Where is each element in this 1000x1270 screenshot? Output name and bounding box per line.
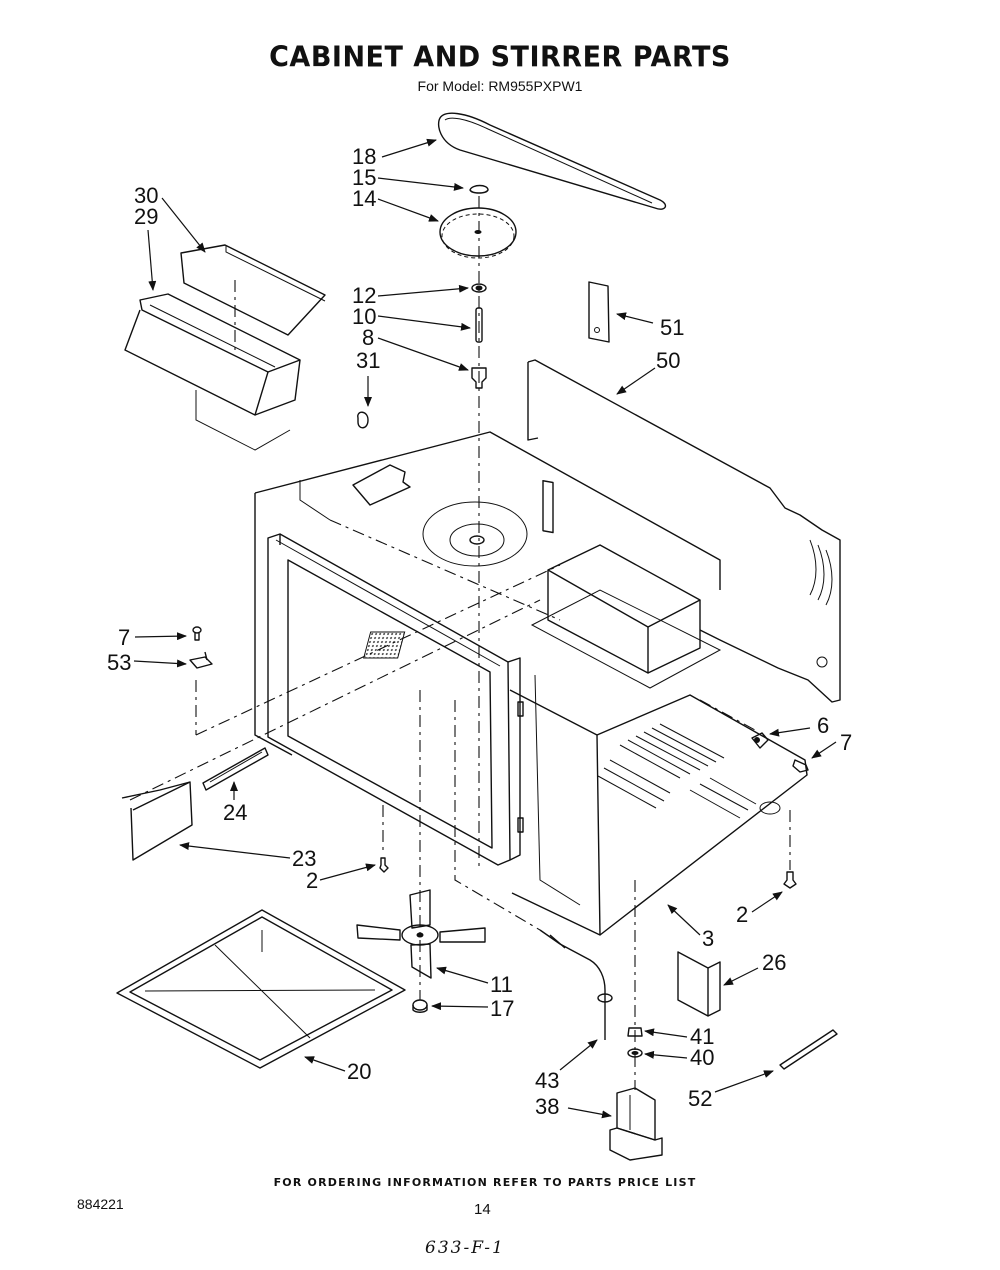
callout-8: 8	[362, 325, 374, 350]
handwritten-reference: 633-F-1	[425, 1238, 505, 1258]
callout-52: 52	[688, 1086, 712, 1111]
callout-40: 40	[690, 1045, 714, 1070]
page-number: 14	[474, 1201, 491, 1218]
callout-50: 50	[656, 348, 680, 373]
callout-26: 26	[762, 950, 786, 975]
callout-3: 3	[702, 926, 714, 951]
part-50-back-panel	[527, 359, 841, 703]
callout-2-right: 2	[736, 902, 748, 927]
part-52-rod	[779, 1029, 838, 1070]
callout-17: 17	[490, 996, 514, 1021]
callout-31: 31	[356, 348, 380, 373]
part-17-nut	[412, 999, 428, 1013]
callout-labels: 18 15 14 30 29 12 10 8 31 51 50 7 53 6 7…	[107, 144, 852, 1119]
callout-41: 41	[690, 1024, 714, 1049]
callout-38: 38	[535, 1094, 559, 1119]
callout-53: 53	[107, 650, 131, 675]
part-31-clamp	[357, 411, 369, 429]
callout-11: 11	[490, 972, 513, 997]
callout-10: 10	[352, 304, 376, 329]
part-26-shield	[677, 951, 721, 1017]
callout-20: 20	[347, 1059, 371, 1084]
callout-14: 14	[352, 186, 376, 211]
part-29-duct	[124, 280, 301, 451]
callout-7-left: 7	[118, 625, 130, 650]
part-18-gasket	[437, 112, 667, 210]
part-23-panel	[121, 781, 193, 861]
model-subtitle: For Model: RM955PXPW1	[417, 78, 583, 94]
part-12-washer	[471, 283, 487, 293]
part-41-nut	[627, 1027, 643, 1037]
callout-29: 29	[134, 204, 158, 229]
part-6-clip	[751, 732, 769, 749]
callout-12: 12	[352, 283, 376, 308]
part-30-duct-cover	[180, 244, 326, 336]
part-3-cabinet	[254, 431, 808, 936]
part-20-tray	[116, 909, 406, 1069]
callout-24: 24	[223, 800, 247, 825]
part-24-latch	[202, 747, 269, 791]
callout-18: 18	[352, 144, 376, 169]
callout-23: 23	[292, 846, 316, 871]
part-38-switch	[609, 1087, 663, 1161]
part-10-shaft	[475, 307, 483, 343]
part-2-screw-right	[783, 871, 797, 889]
part-15-clip	[469, 184, 489, 194]
part-11-fan-blade	[356, 889, 486, 979]
callout-7-right: 7	[840, 730, 852, 755]
part-43-probe	[539, 929, 613, 1040]
document-number: 884221	[77, 1196, 124, 1212]
part-2-screw-left	[379, 857, 389, 873]
callout-15: 15	[352, 165, 376, 190]
callout-30: 30	[134, 183, 158, 208]
part-40-washer	[627, 1048, 643, 1058]
callout-43: 43	[535, 1068, 559, 1093]
part-7-screw-right	[792, 759, 809, 773]
part-14-stirrer-blade	[439, 207, 517, 259]
part-51-bracket	[588, 281, 610, 343]
leader-lines	[133, 138, 837, 1119]
part-8-bearing	[471, 367, 487, 389]
ordering-note: FOR ORDERING INFORMATION REFER TO PARTS …	[273, 1176, 697, 1189]
callout-6: 6	[817, 713, 829, 738]
callout-2-left: 2	[306, 868, 318, 893]
part-53-hinge	[189, 651, 213, 669]
front-frame	[267, 533, 521, 866]
page-title: CABINET AND STIRRER PARTS	[269, 41, 731, 74]
part-7-screw-left	[192, 626, 202, 641]
callout-51: 51	[660, 315, 684, 340]
